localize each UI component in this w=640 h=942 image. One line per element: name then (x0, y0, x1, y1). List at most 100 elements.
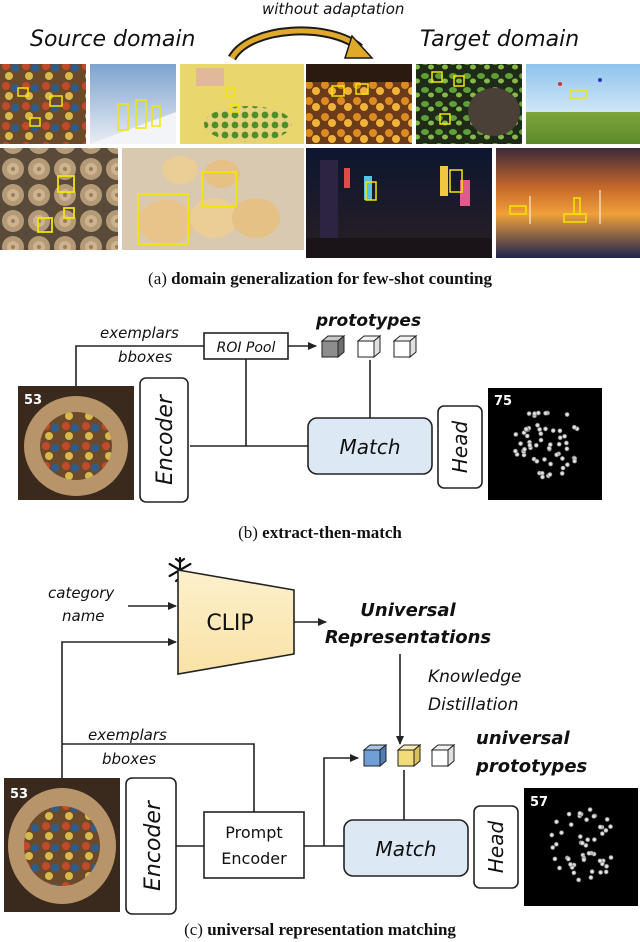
density-dot (565, 856, 572, 862)
density-dot (549, 844, 556, 851)
encoder-block-c (125, 777, 177, 915)
density-dot (559, 470, 566, 477)
input-image-c: 53 (4, 778, 120, 912)
input-image-b: 53 (18, 386, 134, 500)
caption-c: (c) universal representation matching (184, 920, 456, 939)
target-image-city-night (306, 148, 492, 258)
source-image-skiers (90, 64, 176, 144)
density-dot (608, 854, 614, 861)
density-dot (526, 410, 533, 417)
target-domain-label: Target domain (420, 27, 579, 52)
clip-block (177, 569, 295, 675)
representations-label: Representations (325, 627, 492, 648)
density-dot (580, 856, 587, 863)
density-dot (553, 818, 560, 825)
density-dot (602, 827, 609, 834)
head-label-c: Head (484, 821, 508, 874)
density-dot (597, 857, 603, 864)
density-dot (603, 868, 610, 875)
density-dot (564, 461, 571, 468)
density-dot (521, 446, 528, 453)
density-dot (579, 840, 586, 847)
density-dot (589, 868, 596, 875)
target-image-vegetables (416, 64, 522, 144)
density-dot (524, 433, 531, 439)
density-dot (533, 442, 540, 449)
output-count-c: 57 (530, 795, 548, 810)
exemplars-label-c: exemplars (88, 726, 167, 744)
density-dot (542, 425, 549, 432)
universal-prototypes-label-2: prototypes (475, 756, 588, 777)
density-dot (586, 850, 592, 857)
density-dot (560, 465, 566, 471)
density-dot (542, 410, 549, 417)
density-dot (591, 836, 598, 843)
density-map-b: 75 (488, 388, 602, 500)
density-dot (512, 431, 519, 438)
density-dot (563, 445, 570, 452)
caption-a: (a) domain generalization for few-shot c… (148, 269, 492, 288)
density-dot (561, 433, 568, 440)
density-dot (512, 448, 519, 455)
head-block-c (473, 805, 519, 889)
distillation-label: Distillation (428, 695, 519, 715)
prototypes-label-b: prototypes (315, 311, 421, 331)
arrow-label: without adaptation (262, 0, 404, 18)
name-label: name (62, 607, 105, 625)
exemplars-line-b (75, 345, 204, 386)
density-dot (571, 424, 578, 431)
density-dot (583, 816, 590, 823)
universal-prototypes-label-1: universal (476, 728, 570, 749)
density-dot (551, 855, 558, 862)
prompt-encoder-label: Encoder (221, 849, 287, 868)
output-count-b: 75 (494, 394, 512, 409)
bboxes-label-c: bboxes (102, 750, 156, 768)
density-dot (539, 474, 546, 480)
source-image-peas (180, 64, 304, 144)
density-dot (587, 806, 594, 813)
density-dot (517, 440, 524, 447)
density-dot (526, 442, 533, 449)
knowledge-label: Knowledge (428, 667, 521, 687)
density-dot (533, 458, 540, 465)
density-dot (556, 865, 563, 871)
density-dot (547, 441, 554, 448)
density-dot (546, 471, 553, 478)
density-dot (604, 816, 611, 823)
density-dot (575, 876, 582, 883)
head-label-b: Head (448, 421, 472, 474)
source-image-bottlecaps (0, 64, 86, 144)
density-dot (563, 440, 570, 446)
density-dot (556, 441, 563, 448)
prompt-encoder-block (203, 811, 305, 879)
density-dot (550, 427, 557, 434)
density-dot (577, 833, 584, 840)
match-block-c (343, 819, 469, 877)
cube-icon (362, 743, 388, 768)
density-dot (535, 410, 542, 416)
density-dot (534, 422, 541, 429)
density-dot (570, 869, 577, 876)
cube-icon (392, 334, 418, 359)
source-image-bread (122, 148, 304, 250)
density-dot (558, 829, 565, 836)
density-dot (587, 874, 594, 881)
density-dot (548, 832, 555, 838)
density-dot (556, 427, 563, 434)
panel-c: category name CLIP Universal Representat… (4, 556, 638, 939)
cube-icon (396, 743, 422, 768)
target-image-fruit-market (306, 64, 412, 144)
density-dot (590, 813, 597, 820)
density-dot (568, 821, 575, 828)
input-count-c: 53 (10, 787, 28, 802)
cube-icon (320, 334, 346, 359)
encoder-label-c: Encoder (141, 799, 166, 891)
match-label-b: Match (339, 435, 400, 459)
clip-label: CLIP (206, 611, 253, 636)
bboxes-label-b: bboxes (118, 348, 172, 366)
input-count-b: 53 (24, 393, 42, 408)
density-dot (584, 836, 591, 843)
category-label: category (48, 584, 115, 602)
match-label-c: Match (375, 837, 436, 861)
cube-icon (356, 334, 382, 359)
